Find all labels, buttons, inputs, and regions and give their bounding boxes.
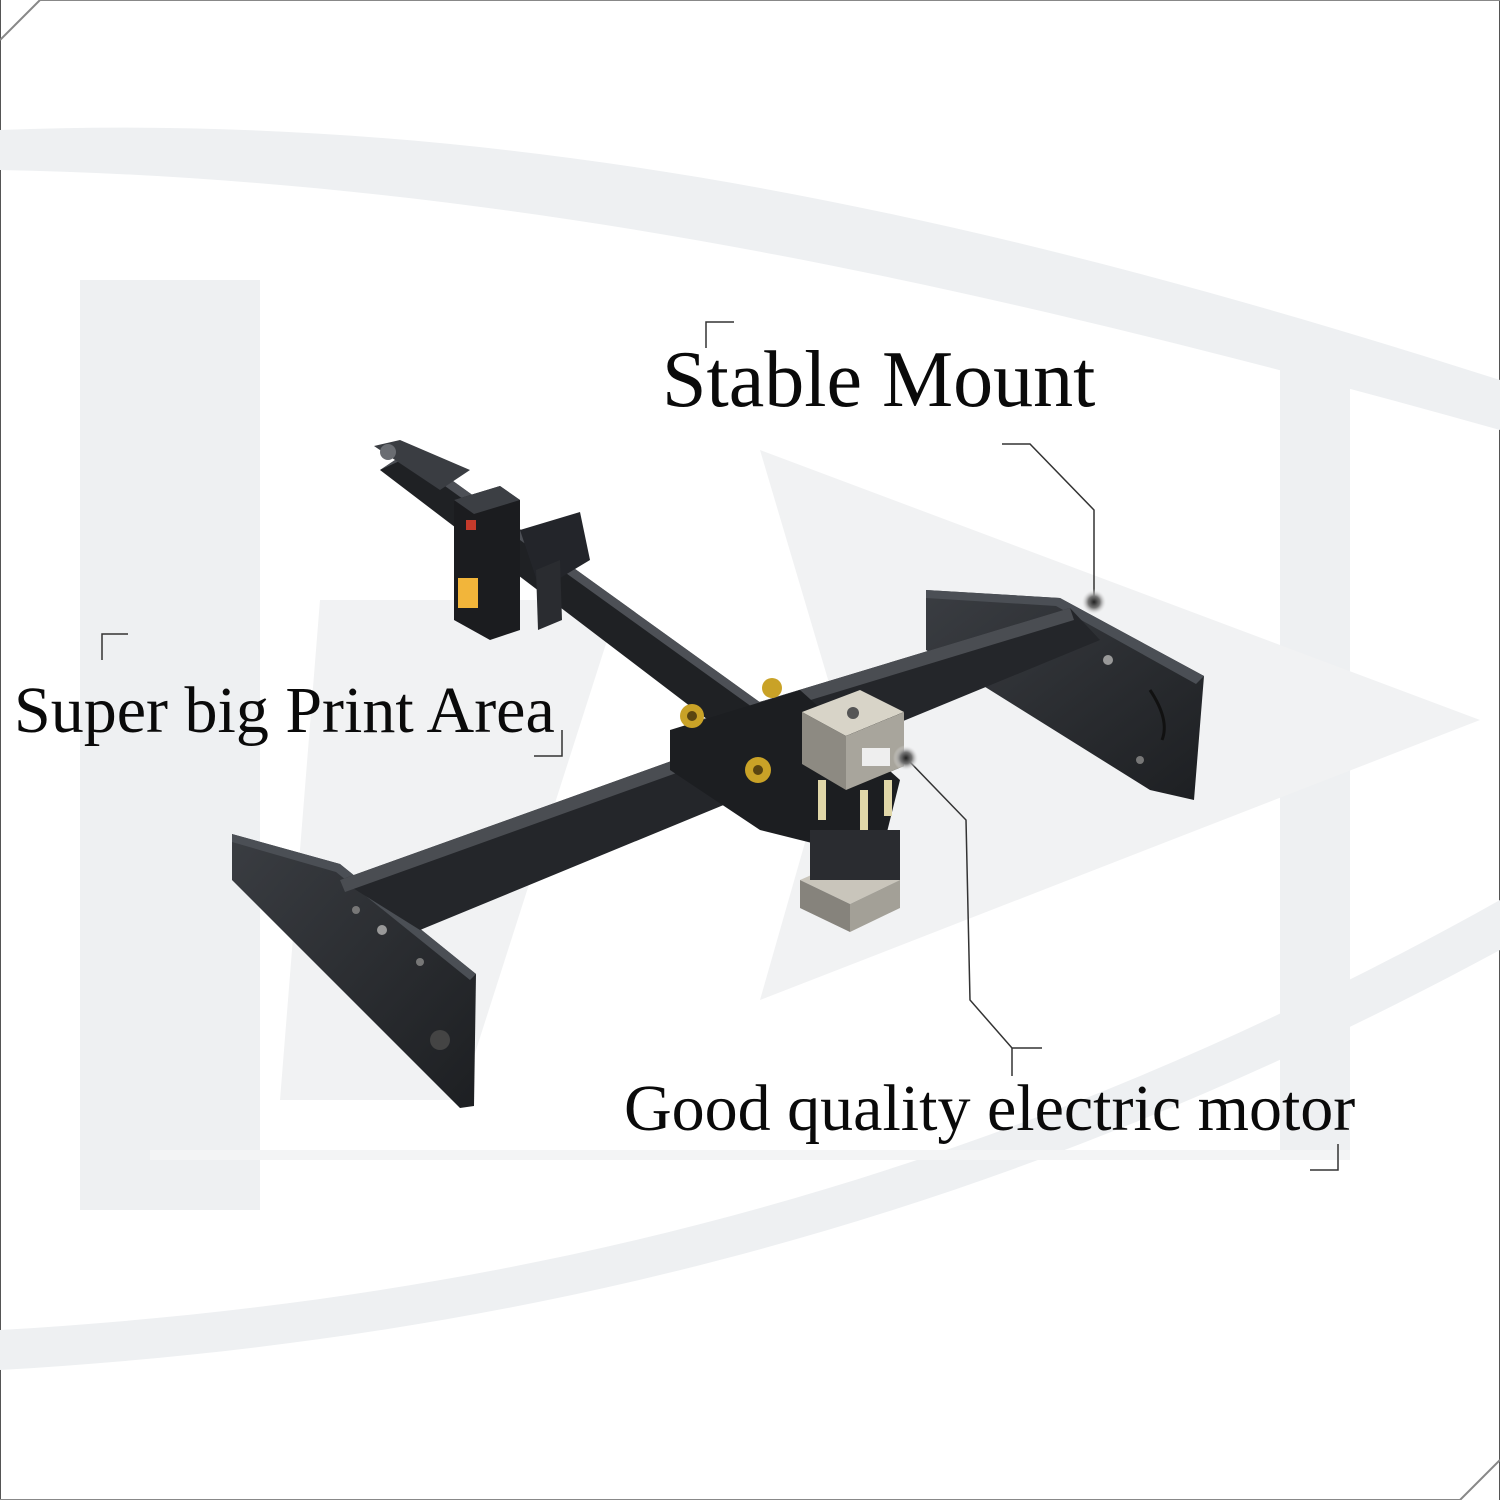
y-rail-front bbox=[340, 740, 760, 930]
motor-marker-icon bbox=[893, 745, 919, 771]
stable-mount-marker-icon bbox=[1081, 589, 1107, 615]
motor-label: Good quality electric motor bbox=[624, 1072, 1356, 1145]
lower-stepper-motor bbox=[800, 830, 900, 932]
print-area-label: Super big Print Area bbox=[14, 674, 555, 747]
stepper-motor bbox=[802, 690, 904, 830]
print-area-bracket-bottom bbox=[534, 730, 563, 757]
stable-mount-label: Stable Mount bbox=[662, 336, 1096, 424]
motor-bracket-bottom bbox=[1310, 1144, 1339, 1171]
callout-leaders bbox=[101, 321, 1339, 1171]
laser-module bbox=[374, 440, 590, 640]
laser-engraver bbox=[232, 440, 1204, 1108]
stable-mount-bracket-top bbox=[705, 321, 734, 348]
print-area-bracket-top bbox=[101, 633, 128, 660]
motor-leader bbox=[907, 759, 1042, 1049]
left-end-plate bbox=[232, 834, 476, 1108]
stable-mount-leader bbox=[1002, 443, 1095, 600]
